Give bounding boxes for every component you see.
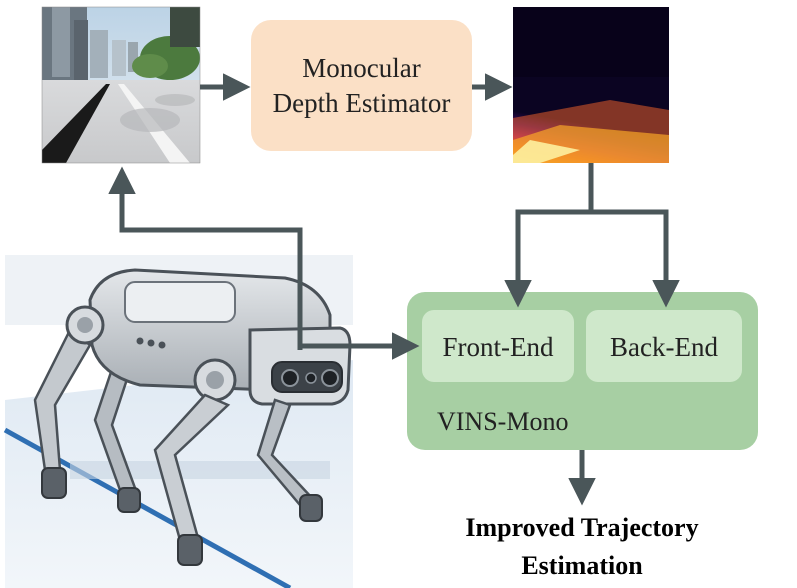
street-camera-image bbox=[41, 6, 201, 164]
connectors bbox=[108, 73, 680, 506]
vins-mono-box: Front-End Back-End VINS-Mono bbox=[407, 292, 758, 450]
back-end-box bbox=[586, 310, 742, 382]
depth-estimator-label-line1: Monocular bbox=[302, 53, 420, 83]
arrow-split-to-front-end bbox=[504, 209, 591, 308]
depth-estimator-label-line2: Depth Estimator bbox=[273, 88, 451, 118]
output-label-line1: Improved Trajectory bbox=[465, 513, 698, 542]
front-end-label: Front-End bbox=[443, 332, 554, 362]
arrow-robot-to-camera bbox=[108, 166, 303, 350]
output-label-line2: Estimation bbox=[521, 551, 643, 580]
front-end-box bbox=[422, 310, 574, 382]
depth-map-image bbox=[513, 7, 669, 163]
depth-estimator-box: Monocular Depth Estimator bbox=[251, 20, 472, 151]
vins-mono-label: VINS-Mono bbox=[437, 407, 568, 436]
back-end-label: Back-End bbox=[610, 332, 718, 362]
arrow-split-to-back-end bbox=[591, 209, 680, 308]
quadruped-robot-image bbox=[3, 255, 353, 588]
